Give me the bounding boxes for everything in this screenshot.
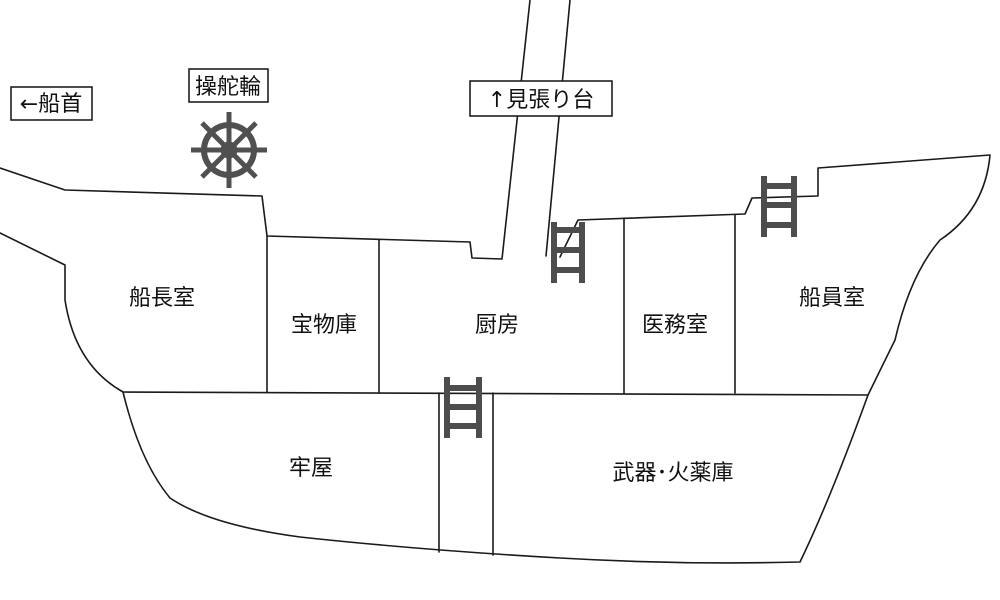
room-armory-label: 武器･火薬庫 [612,461,733,486]
ladder-icon-crew [761,176,797,237]
ladder-icon-kitchen [551,222,585,283]
lookout-text: ↑見張り台 [488,88,594,113]
room-kitchen-label: 厨房 [475,313,519,338]
bow-direction-tag: ←船首 [10,86,93,121]
room-infirmary-label: 医務室 [642,313,708,338]
ladder-icon-stairwell [444,377,482,438]
room-prison-label: 牢屋 [289,456,333,481]
helm-text: 操舵輪 [195,75,261,100]
bow-direction-text: ←船首 [20,92,82,117]
lookout-tag: ↑見張り台 [469,80,613,117]
helm-tag: 操舵輪 [188,68,269,103]
wall-deck-floor [122,391,869,396]
ship-wheel-icon [191,112,267,188]
room-treasury-label: 宝物庫 [291,313,357,338]
ship-hull-outline [0,0,991,564]
room-crew-label: 船員室 [799,286,865,311]
room-captain-label: 船長室 [129,286,195,311]
